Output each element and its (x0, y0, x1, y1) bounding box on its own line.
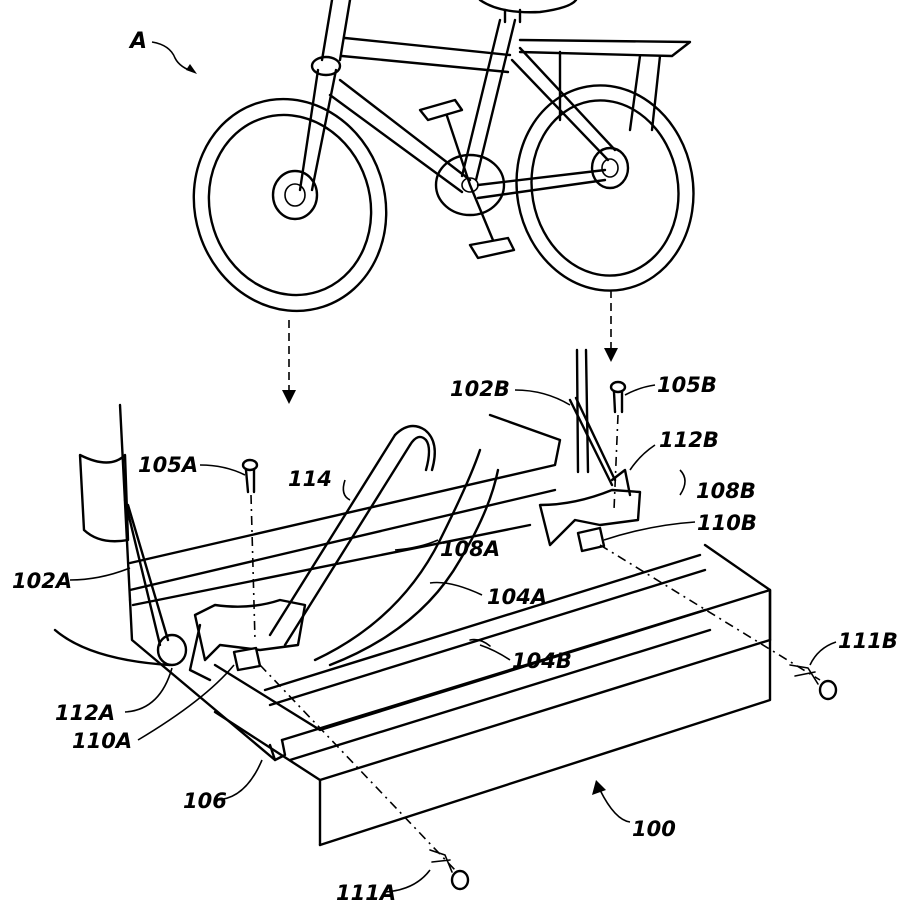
drop-arrows (282, 290, 618, 404)
platform-assembly (53, 348, 838, 891)
pin-105A (241, 458, 259, 641)
label-108B: 108B (696, 479, 756, 503)
label-108A: 108A (440, 537, 500, 561)
leader-lines (69, 41, 837, 893)
pin-105B (609, 380, 627, 511)
label-102A: 102A (12, 569, 72, 593)
label-105B: 105B (657, 373, 717, 397)
label-102B: 102B (450, 377, 510, 401)
curve-108A (313, 448, 500, 667)
latch-111A (429, 849, 470, 891)
label-114: 114 (288, 467, 332, 491)
label-110A: 110A (72, 729, 132, 753)
label-A: A (128, 29, 147, 54)
label-104B: 104B (512, 649, 572, 673)
label-111A: 111A (336, 881, 396, 905)
label-112A: 112A (55, 701, 115, 725)
label-106: 106 (183, 789, 227, 813)
label-111B: 111B (838, 629, 898, 653)
latch-111B (789, 664, 838, 701)
cane-114 (268, 424, 436, 647)
label-105A: 105A (138, 453, 198, 477)
reference-labels: A 102A 102B 104A 104B 105A 105B 106 108A… (12, 29, 898, 905)
bicycle-drawing (192, 0, 695, 313)
label-100: 100 (632, 817, 676, 841)
label-104A: 104A (487, 585, 547, 609)
label-112B: 112B (659, 428, 719, 452)
label-110B: 110B (697, 511, 757, 535)
